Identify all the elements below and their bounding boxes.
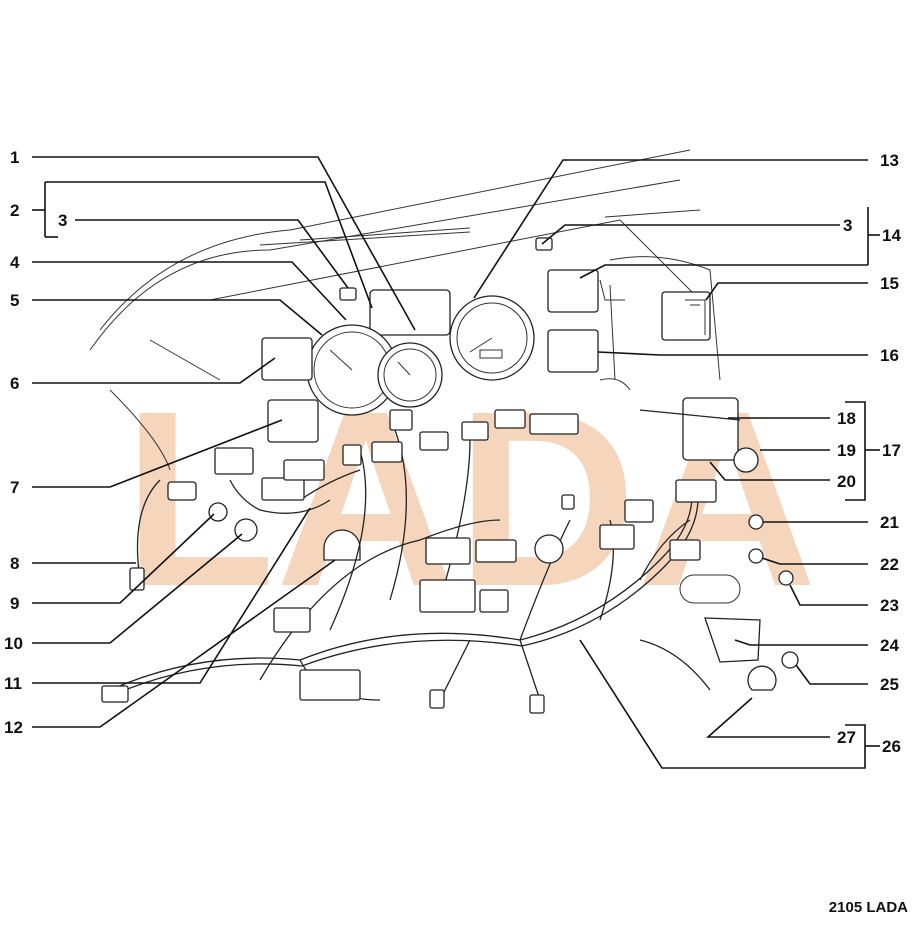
callout-3-right: 3 bbox=[843, 216, 852, 235]
switch-7 bbox=[267, 399, 319, 443]
figure-caption: 2105 LADA bbox=[828, 899, 908, 916]
callout-17: 17 bbox=[882, 441, 901, 460]
lamp-25 bbox=[781, 651, 799, 669]
rocker-switches bbox=[167, 237, 799, 691]
callout-14: 14 bbox=[882, 226, 901, 245]
callout-16: 16 bbox=[880, 346, 899, 365]
callout-25: 25 bbox=[880, 675, 899, 694]
instrument-cluster bbox=[306, 289, 535, 416]
callout-labels: 1 2 3 4 5 6 7 8 9 10 11 12 13 3 14 15 16… bbox=[4, 148, 901, 756]
light-switch-17 bbox=[682, 397, 739, 461]
nut-9 bbox=[208, 502, 228, 522]
callout-21: 21 bbox=[880, 513, 899, 532]
callout-23: 23 bbox=[880, 596, 899, 615]
washer-22 bbox=[748, 548, 764, 564]
callout-9: 9 bbox=[10, 594, 19, 613]
dashboard-outline bbox=[89, 149, 721, 471]
callout-11: 11 bbox=[4, 674, 22, 693]
callout-5: 5 bbox=[10, 291, 19, 310]
callout-26: 26 bbox=[882, 737, 901, 756]
callout-4: 4 bbox=[10, 253, 20, 272]
lamp-cap-27 bbox=[747, 665, 777, 691]
callout-20: 20 bbox=[837, 472, 856, 491]
switch-8 bbox=[167, 481, 197, 501]
screw-23 bbox=[778, 570, 794, 586]
callout-6: 6 bbox=[10, 374, 19, 393]
cluster-housing bbox=[369, 289, 451, 336]
callout-15: 15 bbox=[880, 274, 899, 293]
leader-lines bbox=[32, 156, 880, 769]
bracket-24 bbox=[704, 617, 761, 663]
callout-24: 24 bbox=[880, 636, 899, 655]
switch-16 bbox=[547, 329, 599, 373]
knob-19 bbox=[733, 447, 759, 473]
callout-27: 27 bbox=[837, 728, 856, 747]
switch-14 bbox=[547, 269, 599, 313]
callout-10: 10 bbox=[4, 634, 23, 653]
callout-8: 8 bbox=[10, 554, 19, 573]
screw-21 bbox=[748, 514, 764, 530]
connector-12 bbox=[101, 685, 129, 703]
lamp-socket-4 bbox=[339, 287, 357, 301]
callout-2: 2 bbox=[10, 201, 19, 220]
callout-12: 12 bbox=[4, 718, 23, 737]
callout-22: 22 bbox=[880, 555, 899, 574]
callout-1: 1 bbox=[10, 148, 19, 167]
wiring-harness bbox=[101, 409, 741, 714]
callout-3-left: 3 bbox=[58, 211, 67, 230]
buzzer-11 bbox=[323, 529, 361, 561]
callout-13: 13 bbox=[880, 151, 899, 170]
callout-18: 18 bbox=[837, 409, 856, 428]
callout-19: 19 bbox=[837, 441, 856, 460]
lamp-socket-3 bbox=[535, 237, 553, 251]
cover-15 bbox=[661, 291, 711, 341]
switch-6 bbox=[261, 337, 313, 381]
callout-7: 7 bbox=[10, 478, 19, 497]
